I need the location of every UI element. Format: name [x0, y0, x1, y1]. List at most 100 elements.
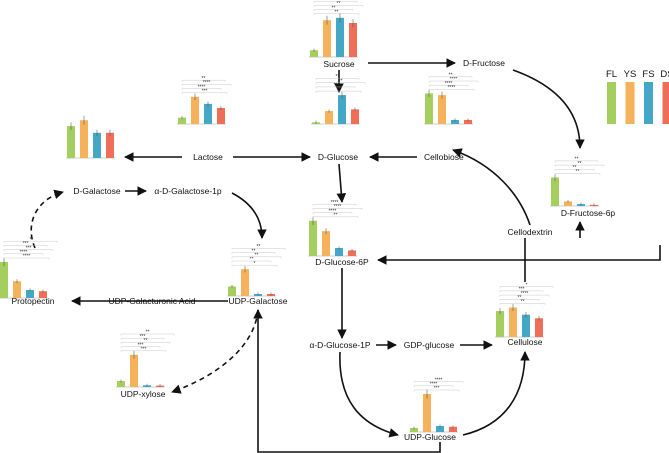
- significance-bracket: [428, 76, 473, 79]
- legend-label-fs: FS: [642, 69, 654, 80]
- node-d-fructose: D-Fructose: [463, 58, 505, 68]
- significance-bracket: [312, 216, 359, 219]
- node-d-glucose-6p: D-Glucose-6P: [315, 257, 369, 267]
- chart-d-fructose-6p: ********: [550, 157, 605, 207]
- bar-fs: [204, 103, 212, 124]
- significance-bracket: [413, 389, 460, 392]
- significance-bracket: [3, 249, 54, 252]
- bar-ys: [241, 269, 249, 296]
- bar-ds: [348, 250, 356, 256]
- chart-udp-galactose: *********: [227, 244, 286, 297]
- significance-bracket: [181, 92, 228, 95]
- bar-ds: [217, 108, 225, 124]
- significance-bracket: [231, 265, 278, 267]
- arrow-udp-glucose-to-cellulose: [462, 351, 530, 436]
- significance-label: **: [202, 76, 206, 82]
- bar-fl: [117, 381, 125, 387]
- chart-udp-xylose: *************: [116, 330, 175, 388]
- node-cellobiose: Cellobiose: [424, 152, 464, 162]
- significance-bracket: [120, 333, 175, 336]
- significance-label: *: [30, 237, 32, 243]
- significance-label: ***: [141, 347, 147, 353]
- significance-label: **: [334, 213, 338, 219]
- significance-label: **: [521, 299, 525, 305]
- chart-sucrose: ********: [309, 0, 364, 58]
- arrow-udp-glucose-to-udp-galactose: [253, 309, 441, 453]
- bar-ds: [449, 426, 457, 432]
- significance-label: **: [255, 253, 259, 259]
- arrow-protopectin-to-d-galactose: [30, 189, 64, 249]
- node-d-fructose-6p: D-Fructose-6p: [561, 208, 616, 218]
- significance-bracket: [313, 5, 364, 7]
- chart-udp-glucose: ***********: [409, 377, 464, 433]
- node-cellulose: Cellulose: [508, 337, 543, 347]
- bar-ys: [438, 95, 446, 124]
- bar-ys: [13, 281, 21, 298]
- significance-bracket: [313, 1, 358, 3]
- significance-label: **: [575, 157, 579, 163]
- significance-bracket: [554, 173, 601, 175]
- significance-label: **: [250, 257, 254, 263]
- bar-ds: [535, 318, 543, 337]
- significance-bracket: [3, 241, 58, 243]
- bar-fl: [410, 428, 418, 432]
- node-d-galactose: D-Galactose: [73, 186, 121, 196]
- node-gdp-glucose: GDP-glucose: [404, 340, 455, 350]
- significance-label: ***: [519, 287, 525, 293]
- arrow-alpha-d-glucose-1p-to-udp-glucose: [339, 351, 399, 438]
- significance-bracket: [231, 248, 286, 250]
- significance-label: ****: [450, 77, 458, 83]
- node-udp-xylose: UDP-xylose: [121, 389, 166, 399]
- chart-cellobiose: **************: [424, 73, 479, 125]
- pathway-node-labels: Sucrose D-Fructose Lactose D-Glucose Cel…: [12, 58, 616, 442]
- legend-label-ds: DS: [660, 69, 669, 80]
- significance-label: **: [335, 10, 339, 16]
- significance-label: **: [337, 1, 341, 7]
- significance-bracket: [120, 350, 167, 353]
- bar-fs: [93, 132, 101, 158]
- bar-ys: [322, 231, 330, 256]
- significance-label: ****: [430, 382, 438, 388]
- significance-bracket: [120, 342, 171, 344]
- significance-bracket: [499, 303, 546, 305]
- bar-fl: [178, 117, 186, 124]
- significance-label: **: [144, 338, 148, 344]
- significance-bracket: [554, 160, 599, 163]
- significance-bracket: [313, 9, 354, 12]
- significance-bracket: [313, 13, 360, 16]
- significance-label: **: [146, 330, 150, 336]
- node-udp-galacturonic-acid: UDP-Galacturonic Acid: [109, 296, 196, 306]
- significance-label: **: [339, 78, 343, 84]
- significance-label: ***: [140, 334, 146, 340]
- significance-bracket: [231, 252, 276, 255]
- significance-bracket: [428, 89, 475, 91]
- chart-d-glucose-6p: **************: [308, 200, 363, 257]
- bar-ds: [106, 132, 114, 158]
- significance-bracket: [499, 299, 540, 301]
- node-protopectin: Protopectin: [12, 296, 55, 306]
- chart-d-galactose: [66, 115, 115, 159]
- arrow-cellulose-to-d-glucose-6p: [377, 245, 661, 265]
- node-cellodextrin: Cellodextrin: [508, 227, 553, 237]
- significance-bracket: [499, 286, 554, 289]
- bar-fs: [335, 248, 343, 256]
- significance-bracket: [315, 90, 362, 93]
- significance-bracket: [554, 164, 605, 167]
- bar-fs: [336, 17, 344, 57]
- legend-label-ys: YS: [624, 69, 637, 80]
- bar-fl: [228, 286, 236, 296]
- chart-cellulose: ************: [495, 282, 554, 338]
- significance-bracket: [3, 245, 48, 247]
- significance-bracket: [181, 88, 222, 91]
- bar-fs: [26, 290, 34, 298]
- significance-label: **: [334, 0, 338, 3]
- significance-label: ****: [198, 84, 206, 90]
- significance-bracket: [120, 346, 161, 349]
- node-d-glucose: D-Glucose: [318, 152, 358, 162]
- significance-label: ****: [20, 250, 28, 256]
- significance-label: **: [518, 295, 522, 301]
- significance-label: ****: [334, 204, 342, 210]
- bar-ys: [564, 201, 572, 206]
- bar-ds: [464, 119, 472, 124]
- significance-bracket: [315, 82, 366, 85]
